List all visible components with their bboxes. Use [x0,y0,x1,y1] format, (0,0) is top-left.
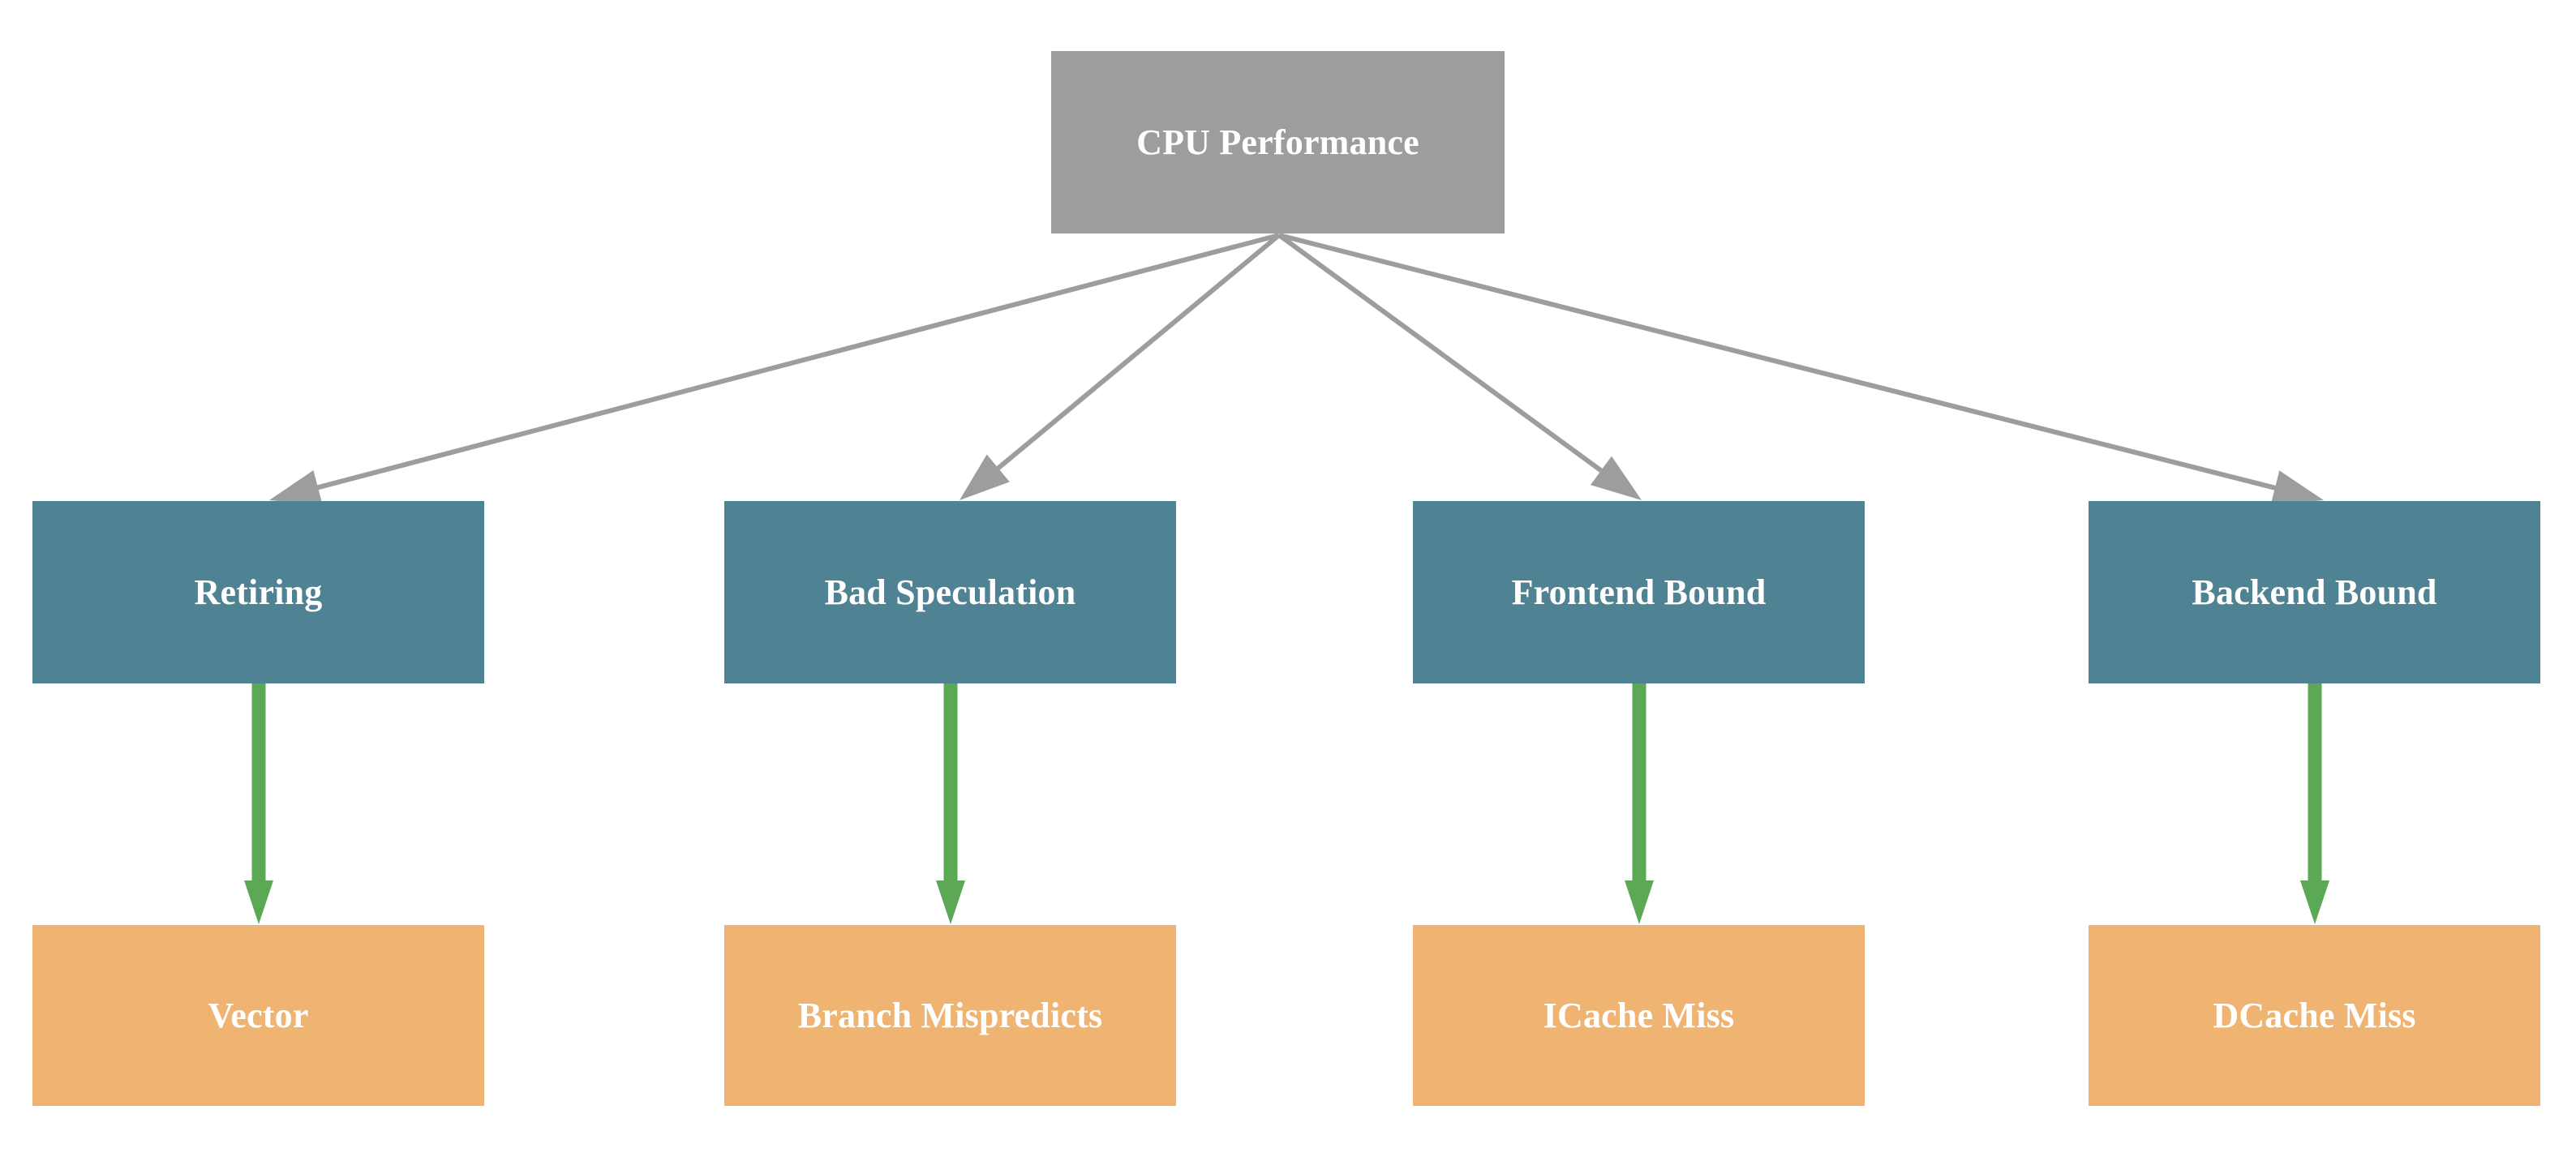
edge-frontend-bound-icache-miss-shaft [1632,683,1646,882]
edge-bad-speculation-branch-shaft [943,683,958,882]
root-edge-group [269,233,2324,506]
node-dcache-miss[interactable]: DCache Miss [2089,925,2540,1106]
node-label: Branch Mispredicts [797,995,1103,1035]
edge-retiring-vector-shaft [251,683,266,882]
node-label: Frontend Bound [1511,572,1767,612]
node-label: Backend Bound [2192,572,2437,612]
node-label: ICache Miss [1543,995,1735,1035]
node-label: CPU Performance [1136,122,1419,162]
edge-retiring-vector-arrowhead [244,880,273,924]
node-cpu-performance[interactable]: CPU Performance [1051,51,1505,233]
node-frontend-bound[interactable]: Frontend Bound [1413,501,1865,683]
edge-backend-bound-dcache-miss-arrowhead [2300,880,2329,924]
edge-cpu-bad-speculation-arrowhead [960,454,1010,500]
node-label: Retiring [194,572,323,612]
node-icache-miss[interactable]: ICache Miss [1413,925,1865,1106]
node-backend-bound[interactable]: Backend Bound [2089,501,2540,683]
edge-cpu-retiring-line [295,233,1280,496]
edge-cpu-backend-bound-arrowhead [2270,470,2324,506]
node-bad-speculation[interactable]: Bad Speculation [724,501,1176,683]
node-label: Vector [208,995,309,1035]
node-retiring[interactable]: Retiring [32,501,484,683]
node-label: DCache Miss [2213,995,2416,1035]
node-label: Bad Speculation [824,572,1076,612]
edge-frontend-bound-icache-miss-arrowhead [1625,880,1654,924]
node-branch-mispredicts[interactable]: Branch Mispredicts [724,925,1176,1106]
child-edge-group [244,683,2329,924]
edge-backend-bound-dcache-miss-shaft [2308,683,2322,882]
node-vector[interactable]: Vector [32,925,484,1106]
edge-cpu-frontend-bound-arrowhead [1590,456,1642,500]
edge-bad-speculation-branch-arrowhead [936,880,965,924]
edge-cpu-backend-bound-line [1278,233,2298,496]
edge-cpu-frontend-bound-line [1277,233,1621,486]
edge-cpu-retiring-arrowhead [269,469,323,505]
edge-cpu-bad-speculation-line [979,233,1281,485]
